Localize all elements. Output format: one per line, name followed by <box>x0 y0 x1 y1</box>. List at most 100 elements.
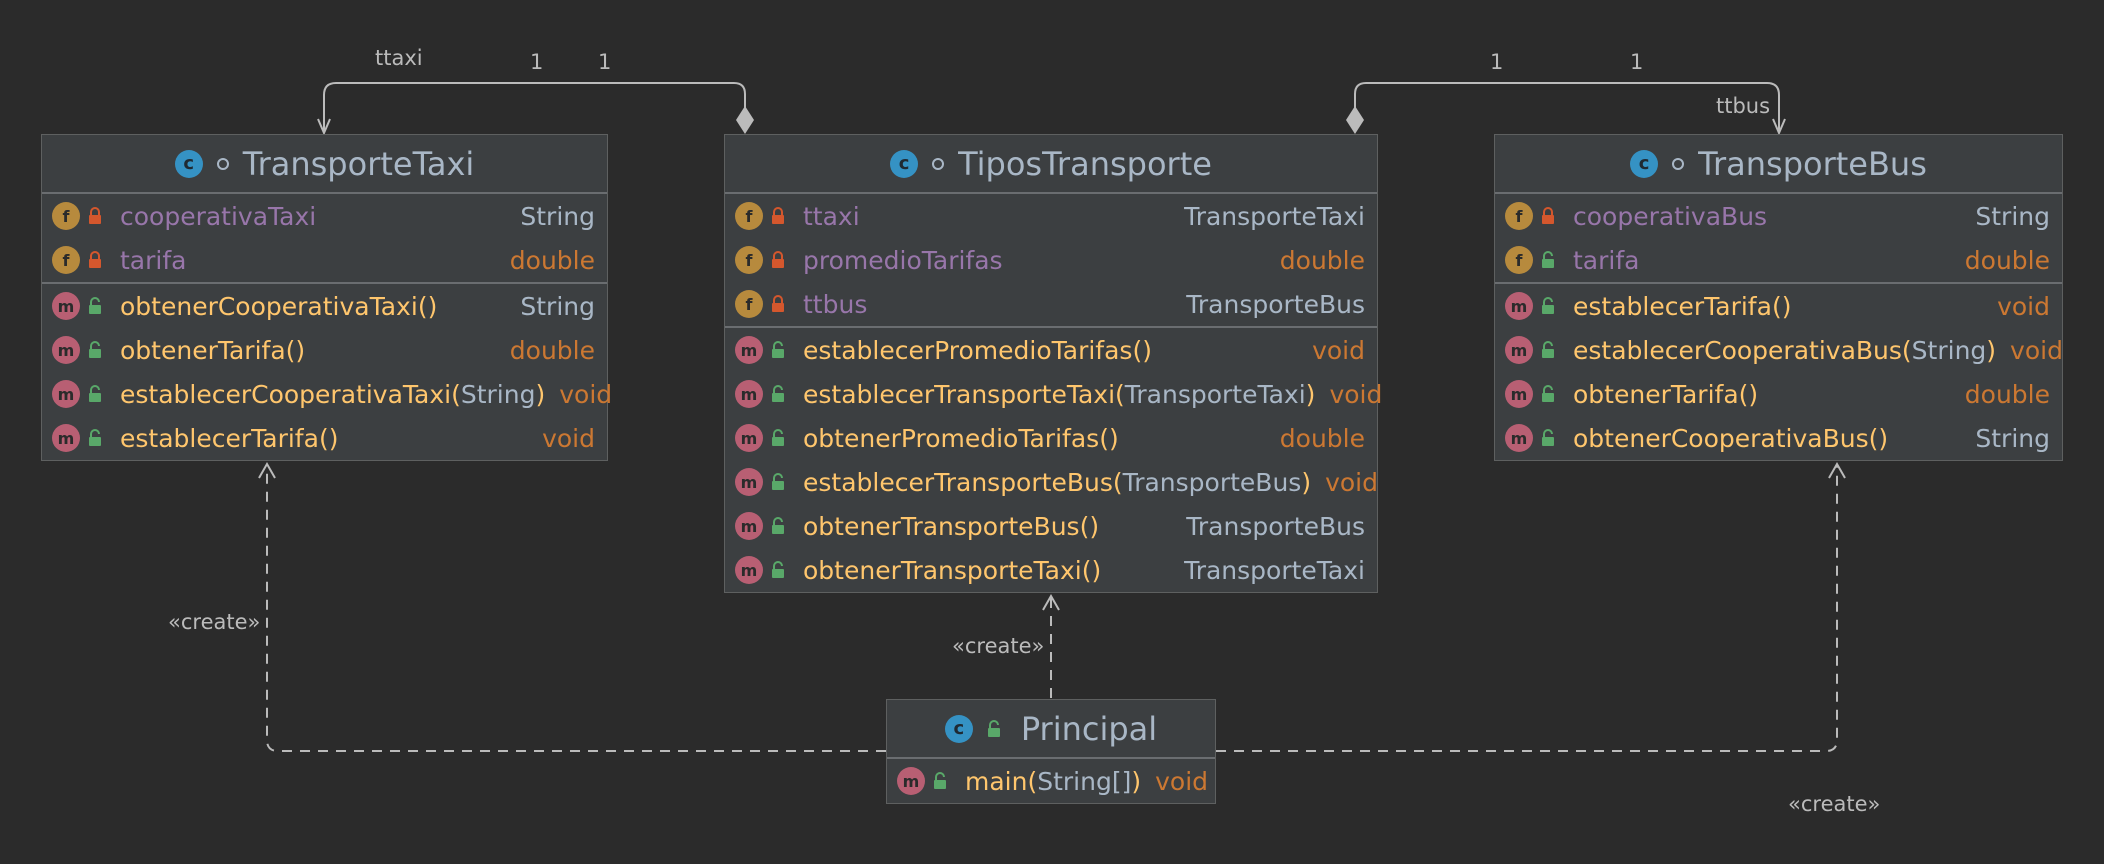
method-icon: m <box>1505 380 1533 408</box>
field-icon: f <box>735 202 763 230</box>
lock-open-icon <box>1541 384 1561 404</box>
composition-edge-ttbus <box>1354 82 1780 133</box>
composition-diamond-ttaxi <box>736 106 754 134</box>
method-params: String <box>460 379 536 409</box>
paren-close: ) <box>1091 555 1102 585</box>
paren-open: ( <box>1079 511 1090 541</box>
field-icon: f <box>52 202 80 230</box>
method-name: obtenerCooperativaTaxi <box>120 291 418 321</box>
method-return-type: TransporteTaxi <box>1184 555 1365 585</box>
lock-closed-icon <box>771 250 791 270</box>
method-signature: main(String[]) <box>965 767 1141 796</box>
method-signature: establecerCooperativaBus(String) <box>1573 336 1996 365</box>
paren-open: ( <box>318 423 329 453</box>
method-return-type: String <box>1975 423 2050 453</box>
method-signature: obtenerCooperativaBus() <box>1573 424 1975 453</box>
method-icon: m <box>52 424 80 452</box>
method-icon: m <box>735 424 763 452</box>
paren-open: ( <box>1027 766 1038 796</box>
field-name: tarifa <box>120 245 187 275</box>
lock-open-icon <box>88 340 108 360</box>
lock-open-icon <box>771 516 791 536</box>
paren-open: ( <box>1099 423 1109 453</box>
method-return-type: void <box>1329 379 1383 409</box>
role-label-ttaxi: ttaxi <box>375 46 423 70</box>
method-params: String[] <box>1037 766 1132 796</box>
method-signature: establecerTransporteBus(TransporteBus) <box>803 468 1311 497</box>
method-return-type: double <box>1964 379 2050 409</box>
create-edge-taxi <box>266 464 886 752</box>
paren-open: ( <box>1112 467 1123 497</box>
method-return-type: void <box>559 379 613 409</box>
method-name: establecerPromedioTarifas <box>803 335 1133 365</box>
method-row[interactable]: m obtenerTarifa() double <box>1495 372 2062 416</box>
method-name: obtenerTransporteTaxi <box>803 555 1082 585</box>
paren-close: ) <box>1748 379 1759 409</box>
method-name: obtenerCooperativaBus <box>1573 423 1869 453</box>
method-return-type: double <box>509 335 595 365</box>
method-name: obtenerTarifa <box>1573 379 1739 409</box>
lock-closed-icon <box>771 294 791 314</box>
create-label-tipos: «create» <box>952 634 1045 658</box>
create-label-bus: «create» <box>1788 792 1881 816</box>
field-name: cooperativaTaxi <box>120 201 317 231</box>
paren-close: ) <box>427 291 438 321</box>
method-icon: m <box>897 767 925 795</box>
composition-edge-ttaxi <box>323 82 746 133</box>
lock-open-icon <box>771 560 791 580</box>
field-icon: f <box>735 246 763 274</box>
method-signature: establecerTarifa() <box>120 424 542 453</box>
method-signature: obtenerCooperativaTaxi() <box>120 292 520 321</box>
lock-closed-icon <box>1541 206 1561 226</box>
paren-open: ( <box>1738 379 1749 409</box>
method-name: establecerCooperativaBus <box>1573 335 1902 365</box>
lock-open-icon <box>1541 340 1561 360</box>
field-type: double <box>1279 245 1365 275</box>
method-icon: m <box>735 468 763 496</box>
main-class-icon: c <box>944 714 973 743</box>
paren-open: ( <box>1771 291 1782 321</box>
field-type: String <box>1975 201 2050 231</box>
method-name: establecerCooperativaTaxi <box>120 379 452 409</box>
method-icon: m <box>1505 336 1533 364</box>
method-name: establecerTarifa <box>1573 291 1772 321</box>
composition-diamond-ttbus <box>1346 106 1364 134</box>
method-params: TransporteBus <box>1122 467 1302 497</box>
field-type: double <box>1964 245 2050 275</box>
class-icon: c <box>174 149 203 178</box>
method-icon: m <box>735 556 763 584</box>
paren-open: ( <box>1132 335 1143 365</box>
method-icon: m <box>735 512 763 540</box>
method-params: TransporteTaxi <box>1124 379 1306 409</box>
method-name: establecerTransporteBus <box>803 467 1113 497</box>
lock-closed-icon <box>88 206 108 226</box>
paren-open: ( <box>1868 423 1879 453</box>
